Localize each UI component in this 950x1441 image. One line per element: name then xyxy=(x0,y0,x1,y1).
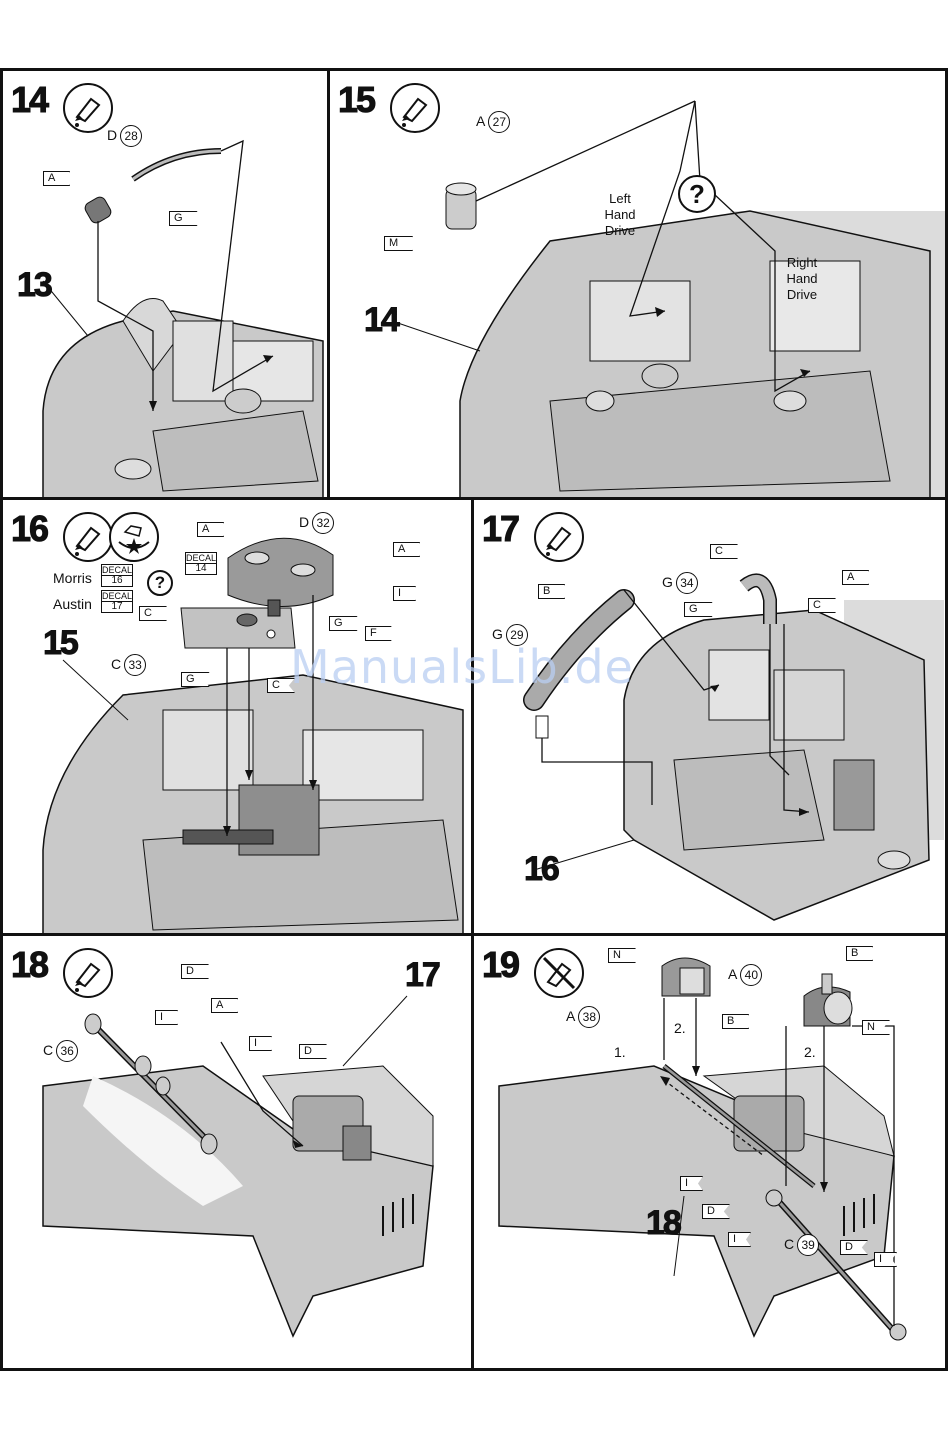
glue-tube-icon xyxy=(534,512,584,562)
assembly-order-label: 2. xyxy=(674,1020,686,1036)
no-glue-icon xyxy=(534,948,584,998)
step-number: 15 xyxy=(338,79,374,121)
assembly-order-label: 1. xyxy=(614,1044,626,1060)
reference-step-number: 16 xyxy=(524,850,558,889)
step-number: 17 xyxy=(482,508,518,550)
right-hand-drive-note: Right Hand Drive xyxy=(772,255,832,303)
left-hand-drive-note: Left Hand Drive xyxy=(590,191,650,239)
glue-tube-icon xyxy=(63,512,113,562)
step-19-illustration xyxy=(474,936,948,1371)
step-18-illustration xyxy=(3,936,474,1371)
decal-water-icon xyxy=(109,512,159,562)
austin-label: Austin xyxy=(53,596,92,612)
reference-step-number: 15 xyxy=(43,624,77,663)
assembly-order-label: 2. xyxy=(804,1044,816,1060)
question-icon: ? xyxy=(678,175,716,213)
reference-step-number: 18 xyxy=(646,1204,680,1243)
glue-tube-icon xyxy=(63,948,113,998)
step-14-illustration xyxy=(3,71,330,500)
step-number: 18 xyxy=(11,944,47,986)
reference-step-number: 17 xyxy=(405,956,439,995)
watermark: ManualsLib.de xyxy=(290,640,634,694)
reference-step-number: 14 xyxy=(364,301,398,340)
step-15-illustration xyxy=(330,71,948,500)
step-number: 19 xyxy=(482,944,518,986)
morris-label: Morris xyxy=(53,570,92,586)
glue-tube-icon xyxy=(390,83,440,133)
question-icon: ? xyxy=(147,570,173,596)
step-16-illustration xyxy=(3,500,474,936)
glue-tube-icon xyxy=(63,83,113,133)
step-number: 16 xyxy=(11,508,47,550)
step-number: 14 xyxy=(11,79,47,121)
reference-step-number: 13 xyxy=(17,266,51,305)
